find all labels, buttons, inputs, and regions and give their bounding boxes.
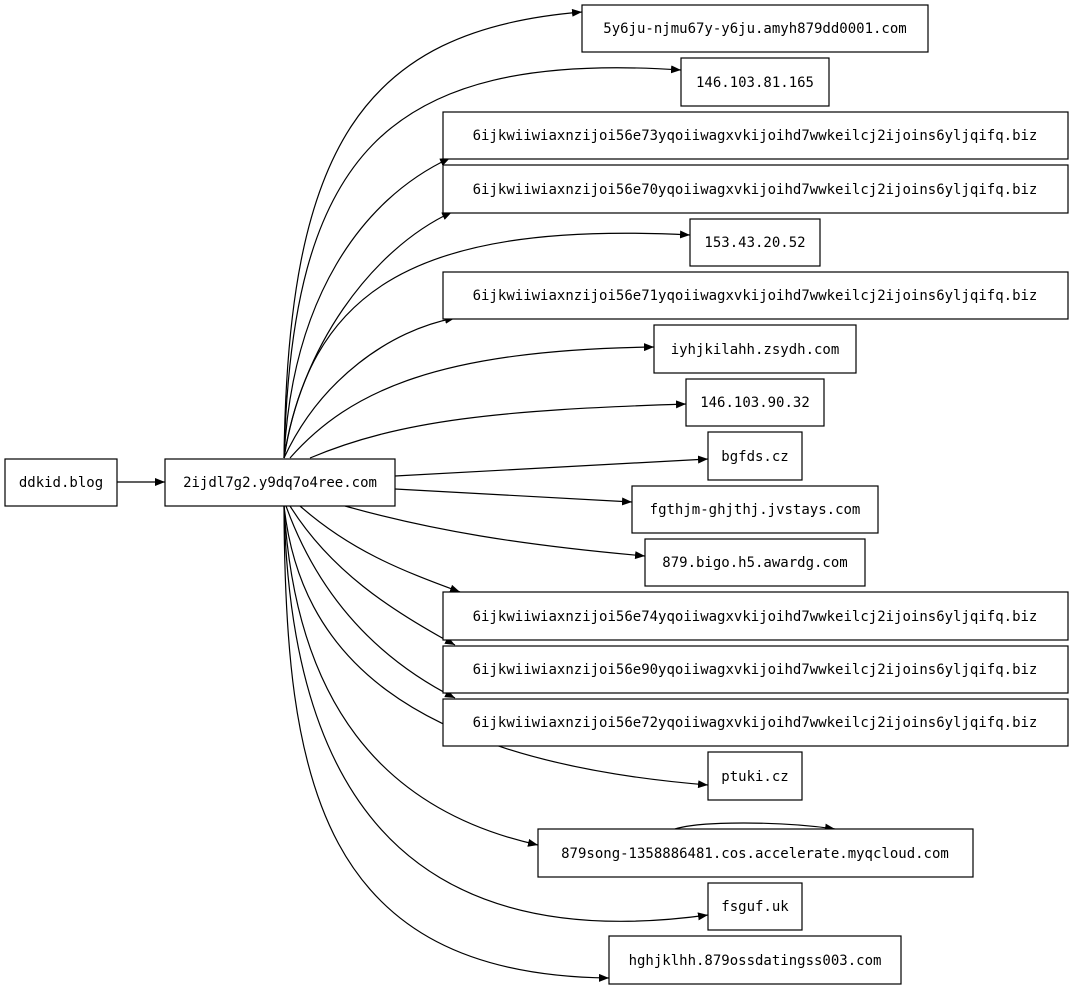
edge-t15-self-loop: [674, 822, 836, 832]
graph-node-t12[interactable]: 6ijkwiiwiaxnzijoi56e90yqoiiwagxvkijoihd7…: [442, 645, 1069, 694]
graph-node-t9[interactable]: fgthjm-ghjthj.jvstays.com: [631, 485, 879, 534]
node-label: 6ijkwiiwiaxnzijoi56e90yqoiiwagxvkijoihd7…: [473, 662, 1038, 678]
node-label: 6ijkwiiwiaxnzijoi56e70yqoiiwagxvkijoihd7…: [473, 182, 1038, 198]
graph-node-t4[interactable]: 153.43.20.52: [689, 218, 821, 267]
node-label: ddkid.blog: [19, 475, 103, 491]
graph-node-t15[interactable]: 879song-1358886481.cos.accelerate.myqclo…: [537, 828, 974, 878]
node-label: hghjklhh.879ossdatingss003.com: [629, 953, 882, 969]
node-label: iyhjkilahh.zsydh.com: [671, 342, 840, 358]
node-label: 879.bigo.h5.awardg.com: [662, 555, 847, 571]
node-label: 2ijdl7g2.y9dq7o4ree.com: [183, 475, 377, 491]
edge-hub-to-t0: [283, 8, 583, 459]
node-label: ptuki.cz: [721, 769, 788, 785]
graph-node-t7[interactable]: 146.103.90.32: [685, 378, 825, 427]
graph-node-t0[interactable]: 5y6ju-njmu67y-y6ju.amyh879dd0001.com: [581, 4, 929, 53]
node-label: 153.43.20.52: [704, 235, 805, 251]
edge-hub-to-t2: [283, 157, 451, 459]
graph-node-t17[interactable]: hghjklhh.879ossdatingss003.com: [608, 935, 902, 985]
graph-node-t8[interactable]: bgfds.cz: [707, 431, 803, 481]
edge-hub-to-t17: [283, 505, 610, 982]
edge-hub-to-t14: [283, 505, 709, 789]
edge-hub-to-t7: [309, 400, 687, 459]
graph-node-t5[interactable]: 6ijkwiiwiaxnzijoi56e71yqoiiwagxvkijoihd7…: [442, 271, 1069, 320]
edge-hub-to-t10: [344, 505, 646, 560]
node-label: fgthjm-ghjthj.jvstays.com: [650, 502, 861, 518]
edge-hub-to-t15: [283, 505, 539, 847]
graph-node-t2[interactable]: 6ijkwiiwiaxnzijoi56e73yqoiiwagxvkijoihd7…: [442, 111, 1069, 160]
node-label: 146.103.90.32: [700, 395, 810, 411]
edge-hub-to-t9: [394, 488, 633, 506]
edge-hub-to-t5: [283, 315, 456, 459]
graph-node-t10[interactable]: 879.bigo.h5.awardg.com: [644, 538, 866, 587]
node-label: bgfds.cz: [721, 449, 788, 465]
edge-hub-to-t8: [394, 455, 709, 477]
edge-layer: [117, 8, 836, 982]
graph-node-t6[interactable]: iyhjkilahh.zsydh.com: [653, 324, 857, 374]
edge-hub-to-t1: [283, 65, 682, 459]
edge-hub-to-t3: [283, 211, 453, 459]
node-label: 5y6ju-njmu67y-y6ju.amyh879dd0001.com: [603, 21, 906, 37]
node-label: 879song-1358886481.cos.accelerate.myqclo…: [561, 846, 949, 862]
edge-hub-to-t6: [289, 343, 655, 459]
graph-node-t3[interactable]: 6ijkwiiwiaxnzijoi56e70yqoiiwagxvkijoihd7…: [442, 164, 1069, 214]
edge-hub-to-t12: [289, 505, 456, 646]
node-label: 6ijkwiiwiaxnzijoi56e71yqoiiwagxvkijoihd7…: [473, 288, 1038, 304]
graph-node-hub[interactable]: 2ijdl7g2.y9dq7o4ree.com: [164, 458, 396, 507]
node-layer: ddkid.blog 2ijdl7g2.y9dq7o4ree.com 5y6ju…: [4, 4, 1069, 985]
graph-node-t13[interactable]: 6ijkwiiwiaxnzijoi56e72yqoiiwagxvkijoihd7…: [442, 698, 1069, 747]
graph-node-t11[interactable]: 6ijkwiiwiaxnzijoi56e74yqoiiwagxvkijoihd7…: [442, 591, 1069, 641]
edge-hub-to-t11: [299, 505, 461, 593]
node-label: 6ijkwiiwiaxnzijoi56e73yqoiiwagxvkijoihd7…: [473, 128, 1038, 144]
node-label: 146.103.81.165: [696, 75, 814, 91]
node-label: 6ijkwiiwiaxnzijoi56e72yqoiiwagxvkijoihd7…: [473, 715, 1038, 731]
edge-hub-to-t16: [283, 505, 709, 922]
node-label: 6ijkwiiwiaxnzijoi56e74yqoiiwagxvkijoihd7…: [473, 609, 1038, 625]
graph-node-ddkid[interactable]: ddkid.blog: [4, 458, 118, 507]
edge-hub-to-t4: [283, 230, 691, 459]
node-label: fsguf.uk: [721, 899, 789, 915]
graph-node-t14[interactable]: ptuki.cz: [707, 751, 803, 801]
graph-node-t1[interactable]: 146.103.81.165: [680, 57, 830, 107]
graph-node-t16[interactable]: fsguf.uk: [707, 882, 803, 931]
edge-hub-to-t13: [285, 505, 456, 699]
